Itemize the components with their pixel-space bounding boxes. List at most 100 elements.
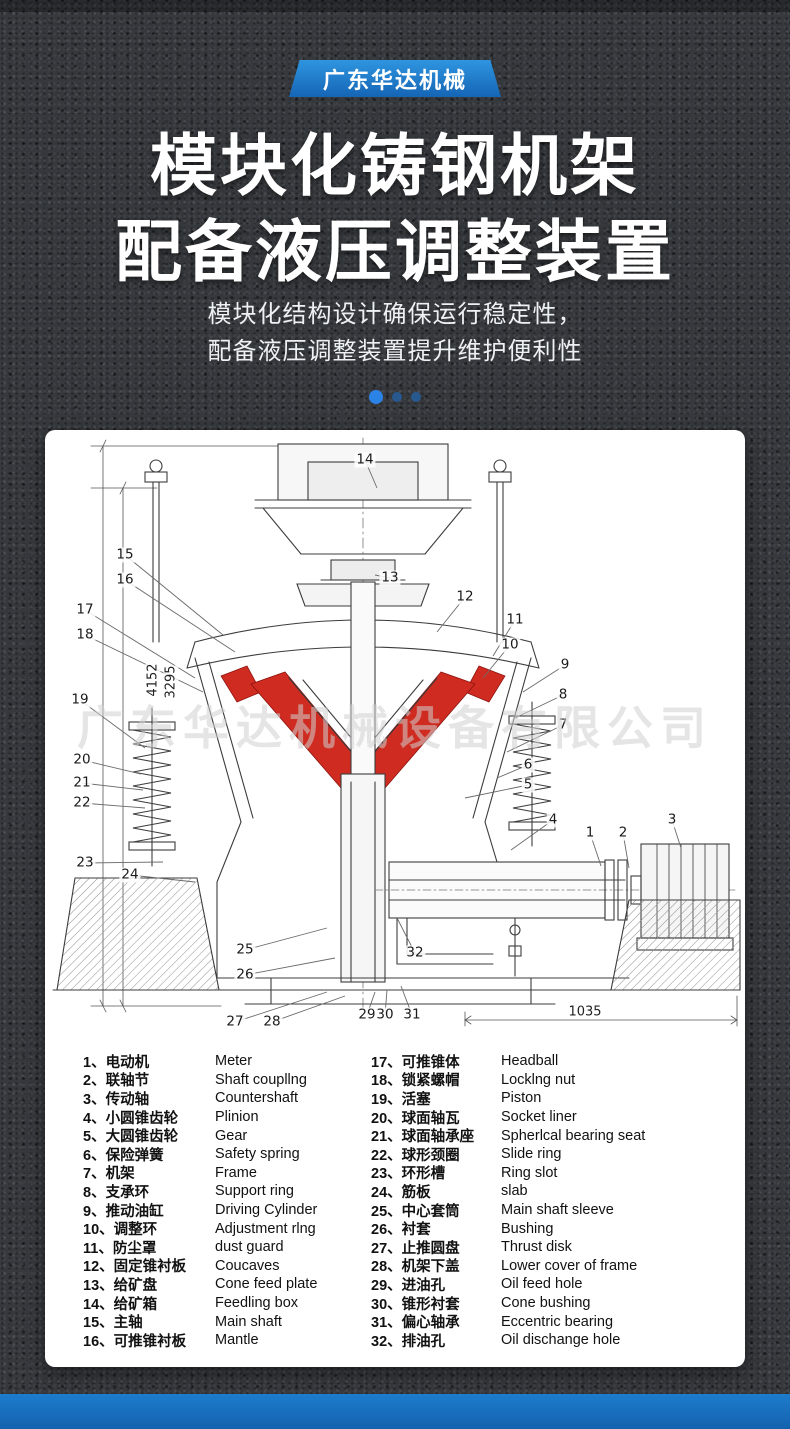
part-name-cn: 21、球面轴承座 [371, 1129, 475, 1146]
part-name-en: Mantle [215, 1332, 259, 1349]
part-row: 14、给矿箱 Feedling box [83, 1294, 371, 1313]
part-name-cn: 26、衬套 [371, 1222, 431, 1239]
part-name-en: Cone bushing [501, 1295, 591, 1312]
part-name-cn: 5、大圆锥齿轮 [83, 1129, 179, 1146]
bottom-accent-bar [0, 1394, 790, 1429]
part-name-en: Thrust disk [501, 1239, 572, 1256]
main-title-line1: 模块化铸钢机架 [150, 129, 640, 204]
carousel-dot-2[interactable] [392, 392, 402, 402]
part-name-cn: 31、偏心轴承 [371, 1315, 460, 1332]
part-name-cn: 7、机架 [83, 1166, 135, 1183]
part-name-en: Frame [215, 1164, 257, 1181]
main-title-line2: 配备液压调整装置 [115, 215, 675, 290]
part-name-cn: 24、筋板 [371, 1184, 431, 1201]
part-name-cn: 3、传动轴 [83, 1091, 150, 1108]
part-row: 15、主轴 Main shaft [83, 1312, 371, 1332]
carousel-dots [0, 390, 790, 404]
part-row: 13、给矿盘 Cone feed plate [83, 1275, 371, 1294]
part-row: 20、球面轴瓦 Socket liner [371, 1108, 731, 1127]
part-row: 12、固定锥衬板 Coucaves [83, 1257, 371, 1276]
part-name-en: Headball [501, 1053, 559, 1070]
brand-badge: 广东华达机械 [288, 60, 502, 97]
part-name-cn: 15、主轴 [83, 1315, 143, 1332]
part-row: 2、联轴节 Shaft coupllng [83, 1071, 371, 1090]
part-name-en: Shaft coupllng [215, 1071, 307, 1088]
part-row: 23、环形槽 Ring slot [371, 1164, 731, 1183]
part-name-cn: 30、锥形衬套 [371, 1296, 460, 1313]
part-name-en: Oil feed hole [501, 1276, 583, 1293]
part-name-cn: 20、球面轴瓦 [371, 1110, 460, 1127]
part-name-cn: 8、支承环 [83, 1184, 150, 1201]
part-name-en: Ring slot [501, 1164, 558, 1181]
part-row: 24、筋板 slab [371, 1182, 731, 1201]
part-name-cn: 6、保险弹簧 [83, 1147, 164, 1164]
part-name-cn: 29、进油孔 [371, 1277, 446, 1294]
part-name-en: Oil dischange hole [501, 1332, 621, 1349]
part-name-cn: 10、调整环 [83, 1222, 158, 1239]
part-name-en: Piston [501, 1090, 542, 1107]
part-name-en: Main shaft sleeve [501, 1202, 614, 1219]
part-row: 4、小圆锥齿轮 Plinion [83, 1108, 371, 1127]
brand-badge-label: 广东华达机械 [322, 67, 468, 93]
part-name-en: Coucaves [215, 1257, 280, 1274]
part-name-cn: 11、防尘罩 [83, 1240, 157, 1257]
part-name-cn: 28、机架下盖 [371, 1259, 460, 1276]
part-name-cn: 18、锁紧螺帽 [371, 1073, 460, 1090]
part-name-en: Safety spring [215, 1146, 300, 1163]
subtitle-line2: 配备液压调整装置提升维护便利性 [207, 338, 583, 365]
subtitle-line1: 模块化结构设计确保运行稳定性， [207, 301, 583, 328]
part-name-en: Support ring [215, 1183, 294, 1200]
part-row: 7、机架 Frame [83, 1164, 371, 1183]
part-row: 16、可推锥衬板 Mantle [83, 1331, 371, 1350]
part-name-en: Lower cover of frame [501, 1257, 638, 1274]
part-name-cn: 32、排油孔 [371, 1333, 446, 1350]
part-name-en: slab [501, 1183, 528, 1200]
top-strip [0, 0, 790, 12]
part-name-en: Plinion [215, 1109, 259, 1126]
part-row: 6、保险弹簧 Safety spring [83, 1145, 371, 1164]
part-row: 32、排油孔 Oil dischange hole [371, 1331, 731, 1350]
part-name-cn: 12、固定锥衬板 [83, 1259, 187, 1276]
part-row: 30、锥形衬套 Cone bushing [371, 1294, 731, 1313]
part-name-cn: 16、可推锥衬板 [83, 1333, 187, 1350]
part-row: 21、球面轴承座 Spherlcal bearing seat [371, 1126, 731, 1146]
part-name-en: Adjustment rlng [215, 1220, 316, 1237]
part-name-en: Slide ring [501, 1146, 562, 1163]
part-row: 8、支承环 Support ring [83, 1182, 371, 1201]
part-name-cn: 27、止推圆盘 [371, 1240, 460, 1257]
part-name-cn: 22、球形颈圈 [371, 1147, 460, 1164]
part-name-cn: 13、给矿盘 [83, 1277, 158, 1294]
part-name-en: Locklng nut [501, 1071, 576, 1088]
part-name-en: Socket liner [501, 1109, 577, 1126]
part-name-en: Main shaft [215, 1313, 282, 1330]
part-name-en: Bushing [501, 1220, 554, 1237]
part-name-en: Spherlcal bearing seat [501, 1127, 646, 1144]
part-row: 29、进油孔 Oil feed hole [371, 1275, 731, 1294]
part-name-cn: 23、环形槽 [371, 1166, 446, 1183]
part-row: 28、机架下盖 Lower cover of frame [371, 1257, 731, 1276]
crusher-line-drawing [52, 437, 741, 1027]
part-name-en: Cone feed plate [215, 1276, 318, 1293]
carousel-dot-1[interactable] [369, 390, 383, 404]
part-row: 10、调整环 Adjustment rlng [83, 1219, 371, 1239]
part-name-cn: 4、小圆锥齿轮 [83, 1110, 179, 1127]
part-name-en: Feedling box [215, 1295, 299, 1312]
part-name-cn: 2、联轴节 [83, 1073, 150, 1090]
carousel-dot-3[interactable] [411, 392, 421, 402]
part-row: 26、衬套 Bushing [371, 1219, 731, 1239]
part-name-en: Driving Cylinder [215, 1202, 318, 1219]
part-name-cn: 14、给矿箱 [83, 1296, 158, 1313]
part-name-cn: 1、电动机 [83, 1054, 150, 1071]
part-row: 22、球形颈圈 Slide ring [371, 1145, 731, 1164]
